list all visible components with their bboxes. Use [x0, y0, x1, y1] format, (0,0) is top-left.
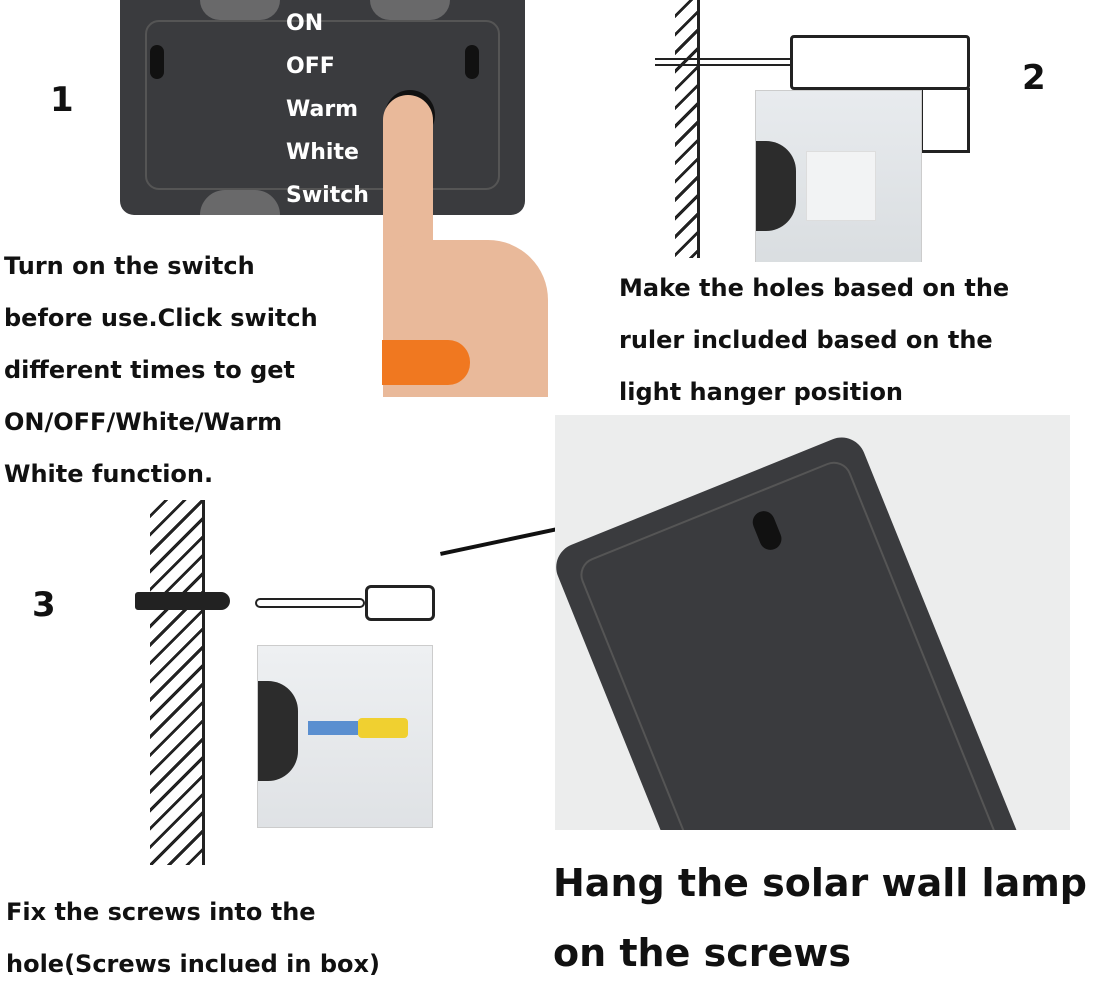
text-line: Hang the solar wall lamp: [553, 861, 1088, 905]
text-line: Make the holes based on the: [619, 274, 1010, 302]
drill-handle-diagram: [920, 88, 970, 153]
text-line: light hanger position: [619, 378, 904, 406]
text-line: on the screws: [553, 931, 851, 975]
text-line: different times to get: [4, 356, 296, 384]
step-2-number: 2: [1022, 58, 1046, 98]
step-3-text: Fix the screws into the hole(Screws incl…: [6, 886, 526, 990]
text-line: ON/OFF/White/Warm: [4, 408, 283, 436]
text-line: ruler included based on the: [619, 326, 993, 354]
step-1-text: Turn on the switch before use.Click swit…: [0, 240, 382, 498]
text-line: White function.: [4, 460, 214, 488]
step-3-number: 3: [32, 585, 56, 625]
step-2-text: Make the holes based on the ruler includ…: [615, 262, 1070, 412]
label-off: OFF: [286, 54, 335, 79]
drill-diagram: [790, 35, 970, 90]
wall-diagram: [150, 500, 205, 865]
text-line: Fix the screws into the: [6, 898, 316, 926]
text-line: Turn on the switch: [4, 252, 255, 280]
label-on: ON: [286, 11, 324, 36]
screw-diagram: [135, 592, 230, 610]
step-1-number: 1: [50, 80, 74, 120]
wall-diagram: [675, 0, 700, 258]
label-white: White: [286, 140, 359, 165]
anchor-diagram: [255, 598, 365, 608]
screw-photo: [257, 645, 433, 828]
text-line: before use.Click switch: [4, 304, 318, 332]
text-line: hole(Screws inclued in box): [6, 950, 380, 978]
drill-bit-diagram: [655, 58, 790, 66]
orange-button-image: [380, 340, 470, 385]
drill-photo: [755, 90, 922, 270]
lamp-hanging-photo: [555, 415, 1070, 830]
switch-labels: ON OFF Warm White Switch: [286, 2, 369, 217]
label-switch: Switch: [286, 183, 369, 208]
step-4-text: Hang the solar wall lamp on the screws: [553, 848, 1087, 988]
anchor-head-diagram: [365, 585, 435, 621]
label-warm: Warm: [286, 97, 359, 122]
lamp-back-photo: [120, 0, 525, 215]
